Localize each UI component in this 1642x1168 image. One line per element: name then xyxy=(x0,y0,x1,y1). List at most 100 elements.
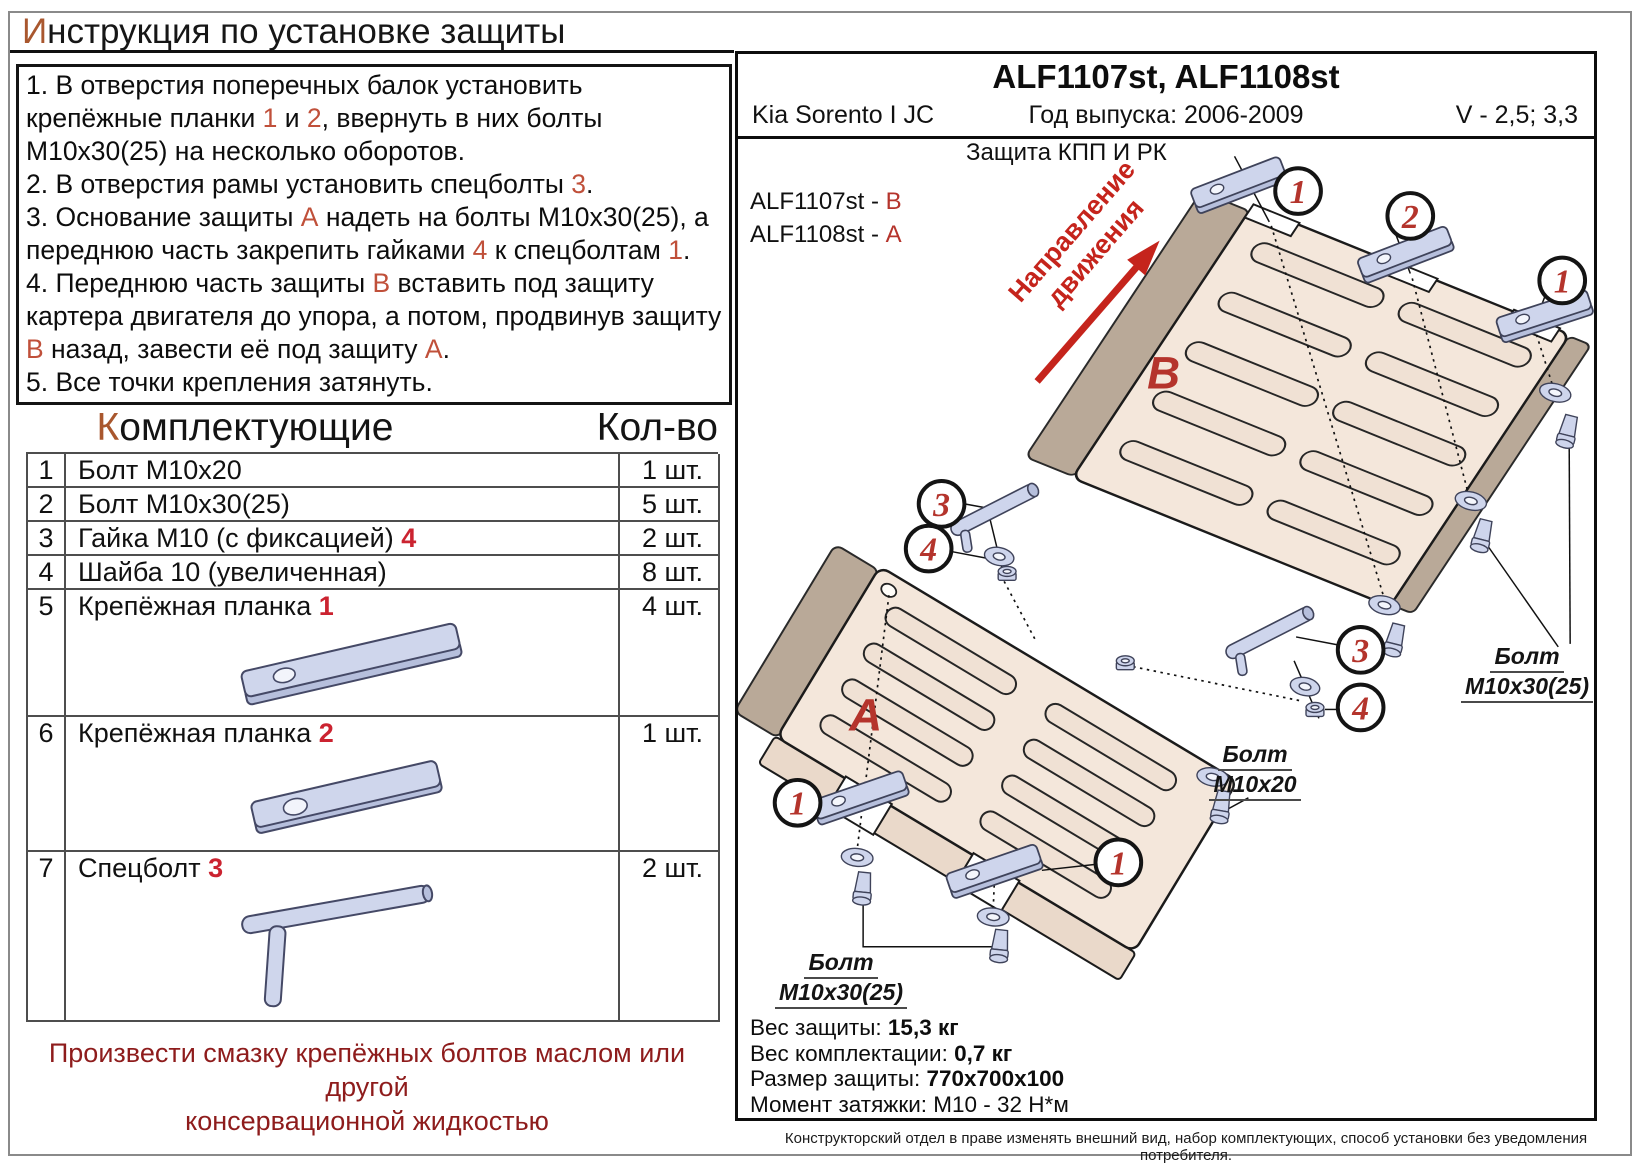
fasteners xyxy=(840,382,1579,964)
spec-kit-weight: Вес комплектации: 0,7 кг xyxy=(750,1040,1013,1066)
callouts: 1 2 1 3 4 3 4 1 1 xyxy=(772,166,1588,888)
diagram-caption: Защита КПП И РК xyxy=(966,139,1167,166)
disclaimer: Конструкторский отдел в праве изменять в… xyxy=(784,1130,1588,1164)
qty-column-title: Кол-во xyxy=(596,406,718,449)
row4-name: Шайба 10 (увеличенная) xyxy=(66,556,620,590)
special-bolts xyxy=(950,482,1315,677)
callout-3b: 3 xyxy=(1335,625,1386,675)
row5-name: Крепёжная планка 1 xyxy=(66,590,620,717)
panel-header: ALF1107st, ALF1108st Kia Sorento I JC Го… xyxy=(738,54,1594,139)
bolt-label-m10x20: Болт М10х20 xyxy=(1200,741,1310,801)
row4-qty: 8 шт. xyxy=(620,556,720,590)
page-title: Инструкция по установке защиты xyxy=(22,12,565,52)
washer xyxy=(1454,490,1488,512)
strap-1-front-mid xyxy=(945,843,1044,899)
mounting-plate-1-image xyxy=(240,622,463,706)
parts-table: 1 Болт М10х20 1 шт. 2 Болт М10х30(25) 5 … xyxy=(26,452,720,1022)
step-3: 3. Основание защиты А надеть на болты М1… xyxy=(26,202,709,265)
callout-1d: 1 xyxy=(1093,837,1144,888)
bolt xyxy=(989,928,1009,964)
title-first-letter: И xyxy=(22,12,48,51)
row2-qty: 5 шт. xyxy=(620,488,720,522)
row6-qty: 1 шт. xyxy=(620,717,720,852)
washer xyxy=(1196,767,1230,787)
row6-name: Крепёжная планка 2 xyxy=(66,717,620,852)
washer xyxy=(840,847,874,868)
engine-variants: V - 2,5; 3,3 xyxy=(1455,101,1578,129)
svg-text:1: 1 xyxy=(789,786,806,823)
special-bolt-image xyxy=(241,884,434,1008)
step-4: 4. Переднюю часть защиты В вставить под … xyxy=(26,268,722,364)
bolt-label-m10x30-bottom: Болт М10х30(25) xyxy=(774,949,908,1009)
bolt xyxy=(1209,789,1231,825)
vehicle-model: Kia Sorento I JC xyxy=(752,101,935,129)
washer xyxy=(1539,382,1572,403)
callout-1b: 1 xyxy=(1537,255,1588,306)
product-codes: ALF1107st, ALF1108st xyxy=(992,58,1340,95)
nut xyxy=(1115,655,1135,671)
step-1: 1. В отверстия поперечных балок установи… xyxy=(26,70,603,166)
mounting-plate-2-image xyxy=(250,760,443,834)
bolt-axis-dotted-lines xyxy=(856,225,1556,910)
bolt xyxy=(1555,413,1579,449)
nut xyxy=(997,565,1017,582)
svg-text:1: 1 xyxy=(1290,174,1307,211)
spec-bolt-right xyxy=(1225,605,1315,677)
svg-text:3: 3 xyxy=(932,487,950,524)
plate-a-letter: A xyxy=(848,689,882,740)
nut xyxy=(1305,701,1325,718)
step-2: 2. В отверстия рамы установить спецболты… xyxy=(26,169,594,199)
map-line-2: ALF1108st - А xyxy=(750,221,902,248)
row1-qty: 1 шт. xyxy=(620,454,720,488)
row3-num: 3 xyxy=(28,522,66,556)
washer xyxy=(976,907,1010,927)
row3-qty: 2 шт. xyxy=(620,522,720,556)
code-to-plate-map: ALF1107st - В ALF1108st - А xyxy=(750,185,902,251)
callout-2: 2 xyxy=(1385,191,1436,241)
diagram-panel: ALF1107st, ALF1108st Kia Sorento I JC Го… xyxy=(735,51,1597,1121)
step-5: 5. Все точки крепления затянуть. xyxy=(26,367,433,397)
plate-b-letter: B xyxy=(1147,348,1180,399)
spec-bolt-left xyxy=(950,482,1040,553)
parts-table-title: Комплектующие xyxy=(96,406,394,449)
strap-1-front-left xyxy=(811,770,910,826)
row3-name: Гайка М10 (с фиксацией) 4 xyxy=(66,522,620,556)
spec-size: Размер защиты: 770х700х100 xyxy=(750,1066,1065,1091)
svg-text:1: 1 xyxy=(1110,845,1127,882)
svg-text:4: 4 xyxy=(919,531,937,568)
spec-weight: Вес защиты: 15,3 кг xyxy=(750,1015,959,1040)
row1-num: 1 xyxy=(28,454,66,488)
row2-name: Болт М10х30(25) xyxy=(66,488,620,522)
bolt xyxy=(851,870,872,906)
bolt-label-m10x30-right: Болт М10х30(25) xyxy=(1460,643,1594,703)
callout-3: 3 xyxy=(916,479,967,529)
row2-num: 2 xyxy=(28,488,66,522)
row5-num: 5 xyxy=(28,590,66,717)
title-rest: нструкция по установке защиты xyxy=(47,12,566,51)
row4-num: 4 xyxy=(28,556,66,590)
row5-qty: 4 шт. xyxy=(620,590,720,717)
row1-name: Болт М10х20 xyxy=(66,454,620,488)
callout-4b: 4 xyxy=(1335,682,1386,733)
title-underline xyxy=(10,50,734,53)
callout-4: 4 xyxy=(903,523,954,574)
svg-text:4: 4 xyxy=(1351,690,1369,727)
diagram-drawing: Направление движения B A 1 2 1 3 4 3 4 xyxy=(738,154,1594,980)
svg-text:2: 2 xyxy=(1401,199,1419,236)
exploded-diagram: Направление движения B A 1 2 1 3 4 3 4 xyxy=(738,139,1594,1121)
row7-num: 7 xyxy=(28,852,66,1022)
spec-block: Вес защиты: 15,3 кг Вес комплектации: 0,… xyxy=(750,1015,1069,1117)
lubrication-note: Произвести смазку крепёжных болтов масло… xyxy=(48,1038,686,1136)
svg-text:1: 1 xyxy=(1554,263,1571,300)
washer xyxy=(983,546,1015,567)
row7-qty: 2 шт. xyxy=(620,852,720,1022)
plate-b xyxy=(1027,192,1590,613)
svg-text:3: 3 xyxy=(1351,633,1369,670)
row7-name: Спецболт 3 xyxy=(66,852,620,1022)
washer xyxy=(1368,594,1401,616)
map-line-1: ALF1107st - В xyxy=(750,188,902,215)
bolt xyxy=(1469,517,1493,554)
callout-1: 1 xyxy=(1273,166,1323,216)
callout-1c: 1 xyxy=(772,777,823,828)
